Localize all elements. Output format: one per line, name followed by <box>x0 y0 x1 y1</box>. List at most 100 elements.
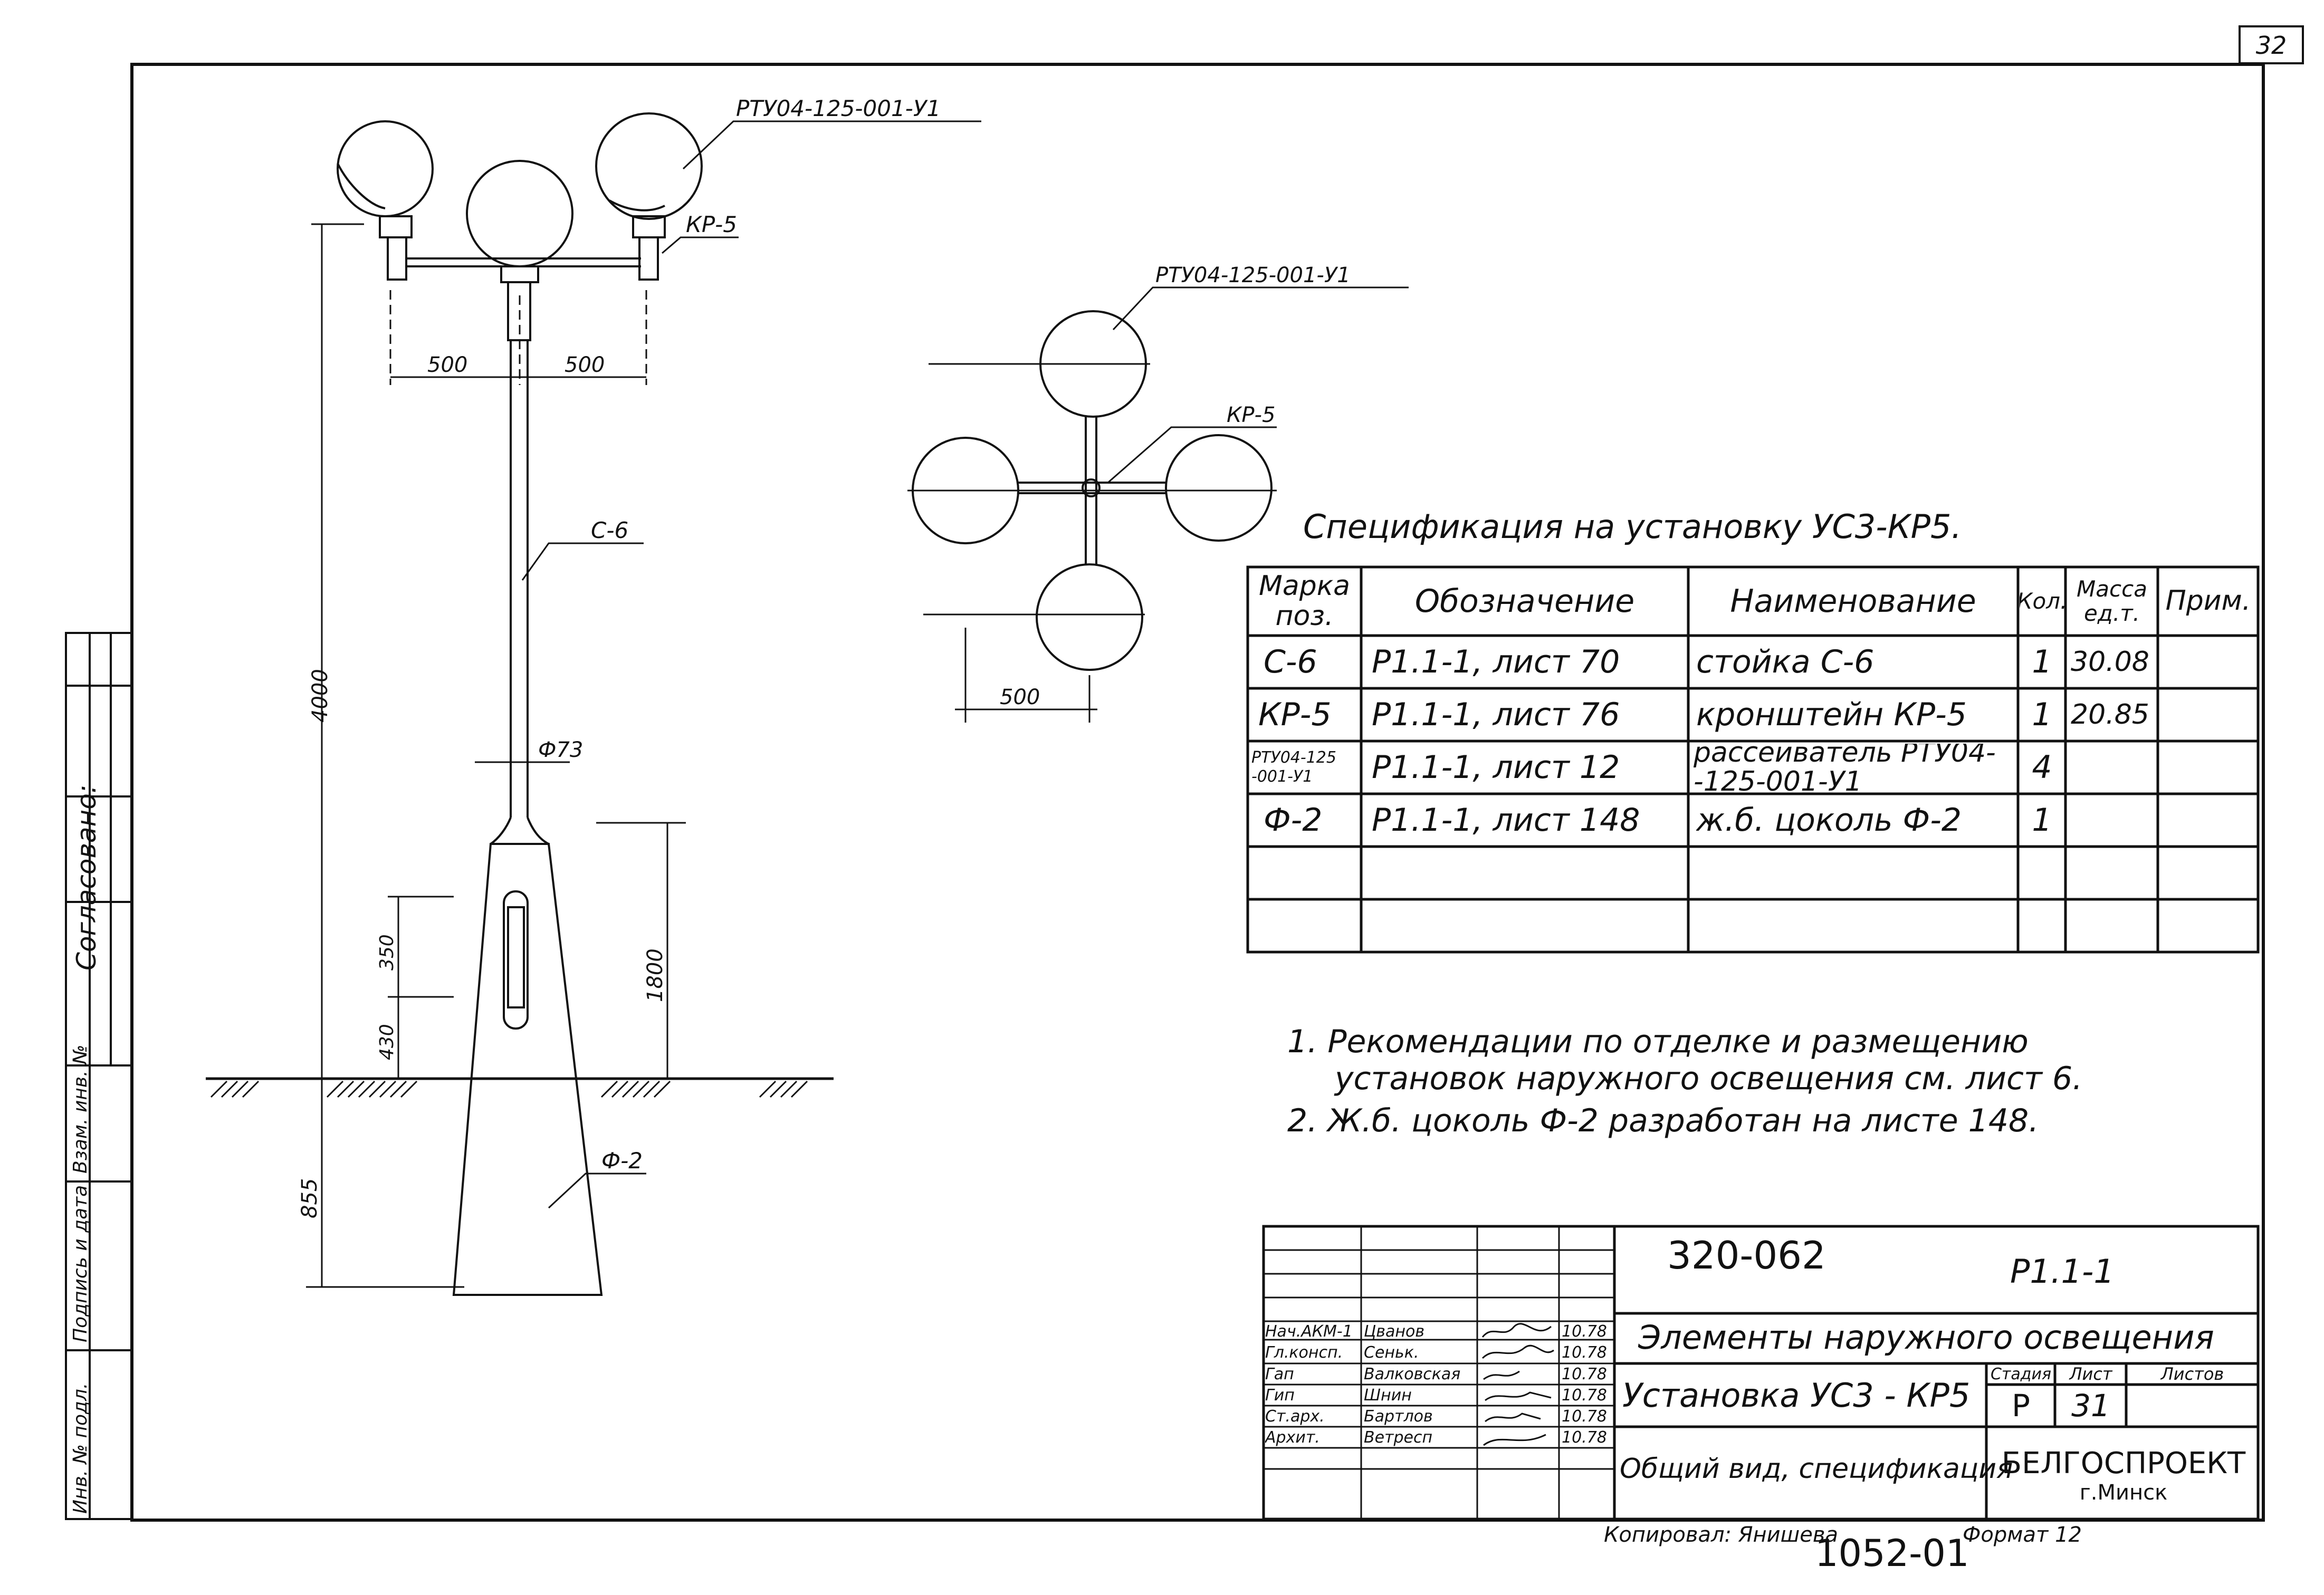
person-role: Гип <box>1265 1386 1295 1405</box>
height-4000: 4000 <box>308 669 332 723</box>
plan-globe-bottom <box>1036 563 1143 671</box>
page-number: 32 <box>2256 31 2287 60</box>
luminaire-globe-center <box>466 160 573 267</box>
luminaire-label: РТУ04-125-001-У1 <box>736 95 941 121</box>
person-date: 10.78 <box>1562 1428 1607 1447</box>
spec-cell-mark: Ф-2 <box>1264 802 1323 839</box>
spec-header-mark: Марка поз. <box>1258 570 1350 632</box>
person-name: Валковская <box>1364 1365 1461 1383</box>
side-stamp-replaces: Взам. инв. № <box>70 1044 91 1174</box>
plan-view <box>907 286 1409 723</box>
spec-cell-designation: Р1.1-1, лист 12 <box>1372 749 1620 786</box>
spec-header-qty: Кол. <box>2020 588 2064 614</box>
title-sheets-label: Листов <box>2160 1365 2224 1383</box>
side-stamp-grid <box>65 632 133 1520</box>
spec-header-mass: Масса ед.т. <box>2077 575 2147 626</box>
person-role: Архит. <box>1265 1428 1320 1447</box>
title-stage-label: Стадия <box>1990 1365 2052 1383</box>
person-date: 10.78 <box>1562 1365 1607 1383</box>
title-line-1: Элементы наружного освещения <box>1638 1318 2214 1357</box>
title-line-2: Установка УС3 - КР5 <box>1622 1376 1971 1415</box>
title-sheet-value: 31 <box>2071 1387 2110 1424</box>
spec-cell-designation: Р1.1-1, лист 70 <box>1372 643 1620 680</box>
spec-cell-qty: 4 <box>2032 749 2052 786</box>
dim-500-right: 500 <box>565 353 605 377</box>
person-role: Нач.АКМ-1 <box>1265 1323 1353 1340</box>
spec-cell-mass: 20.85 <box>2071 699 2149 731</box>
inventory-number: 1052-01 <box>1815 1532 1969 1574</box>
dim-430: 430 <box>376 1024 398 1060</box>
spec-cell-designation: Р1.1-1, лист 76 <box>1372 696 1620 733</box>
title-line-3: Общий вид, спецификация <box>1620 1453 2013 1485</box>
spec-cell-qty: 1 <box>2032 643 2052 680</box>
spec-cell-qty: 1 <box>2032 696 2052 733</box>
spec-cell-name: кронштейн КР-5 <box>1696 696 1967 733</box>
person-role: Гл.консп. <box>1265 1343 1343 1362</box>
person-name: Сеньк. <box>1364 1343 1419 1362</box>
title-sheet-label: Лист <box>2069 1365 2112 1383</box>
dim-855: 855 <box>298 1178 322 1218</box>
luminaire-globe-left <box>337 120 434 217</box>
post-label: С-6 <box>591 517 628 543</box>
spec-cell-mark: С-6 <box>1264 643 1317 680</box>
person-name: Бартлов <box>1364 1407 1433 1426</box>
side-stamp-agreed: Согласовано: <box>71 784 102 971</box>
title-stage-value: Р <box>2012 1387 2030 1424</box>
bracket-label: КР-5 <box>686 212 737 237</box>
dim-1800: 1800 <box>643 948 667 1002</box>
spec-header-note: Прим. <box>2165 585 2251 617</box>
dim-500-left: 500 <box>427 353 467 377</box>
dim-350: 350 <box>376 934 398 971</box>
base-label: Ф-2 <box>601 1148 643 1174</box>
luminaire-globe-right <box>595 112 703 220</box>
note-2: 2. Ж.б. цоколь Ф-2 разработан на листе 1… <box>1287 1102 2039 1139</box>
plan-luminaire-label: РТУ04-125-001-У1 <box>1155 263 1351 287</box>
person-date: 10.78 <box>1562 1323 1607 1340</box>
spec-cell-designation: Р1.1-1, лист 148 <box>1372 802 1640 839</box>
title-block-grid <box>1262 1225 2260 1521</box>
spec-header-designation: Обозначение <box>1414 583 1635 620</box>
page-number-box <box>2239 25 2304 64</box>
person-role: Ст.арх. <box>1265 1407 1325 1426</box>
plan-globe-right <box>1165 434 1273 542</box>
elevation-view <box>206 112 981 1296</box>
spec-cell-mass: 30.08 <box>2071 646 2149 678</box>
spec-header-name: Наименование <box>1730 583 1976 620</box>
format-label: Формат 12 <box>1963 1523 2082 1547</box>
central-holder <box>500 265 539 283</box>
base-hatch-door <box>503 890 529 1030</box>
concrete-base <box>452 843 603 1296</box>
title-org-2: г.Минск <box>2079 1481 2168 1505</box>
person-role: Гап <box>1265 1365 1294 1383</box>
spec-cell-name: рассеиватель РТУ04- -125-001-У1 <box>1694 744 1996 791</box>
spec-cell-name: ж.б. цоколь Ф-2 <box>1696 802 1962 839</box>
bracket-holder-right-neck <box>638 236 659 281</box>
person-date: 10.78 <box>1562 1343 1607 1362</box>
copied-by: Копировал: Янишева <box>1604 1523 1838 1547</box>
person-date: 10.78 <box>1562 1386 1607 1405</box>
plan-dim-500: 500 <box>1000 685 1040 709</box>
spec-title: Спецификация на установку УС3-КР5. <box>1303 507 1962 546</box>
title-doc-code: 320-062 <box>1667 1234 1826 1276</box>
spec-cell-qty: 1 <box>2032 802 2052 839</box>
bracket-holder-left <box>379 215 413 238</box>
note-1: 1. Рекомендации по отделке и размещению <box>1287 1023 2029 1060</box>
spec-table-grid <box>1246 565 2260 954</box>
person-name: Ветресп <box>1364 1428 1433 1447</box>
spec-cell-mass <box>2071 796 2155 844</box>
person-name: Шнин <box>1364 1386 1412 1405</box>
spec-cell-mark: КР-5 <box>1258 696 1332 733</box>
title-series: Р1.1-1 <box>2010 1252 2115 1291</box>
plan-bracket-label: КР-5 <box>1227 403 1275 427</box>
person-date: 10.78 <box>1562 1407 1607 1426</box>
diameter-label: Ф73 <box>538 738 583 762</box>
bracket-holder-left-neck <box>387 236 407 281</box>
side-stamp-sign-date: Подпись и дата <box>70 1185 91 1342</box>
person-name: Цванов <box>1364 1323 1425 1340</box>
spec-cell-mark: РТУ04-125 -001-У1 <box>1251 748 1336 786</box>
spec-cell-name: стойка С-6 <box>1696 643 1874 680</box>
side-stamp-inv-no: Инв. № подл. <box>70 1382 91 1514</box>
spec-cell-mass <box>2071 744 2155 791</box>
note-1-cont: установок наружного освещения см. лист 6… <box>1335 1060 2083 1097</box>
